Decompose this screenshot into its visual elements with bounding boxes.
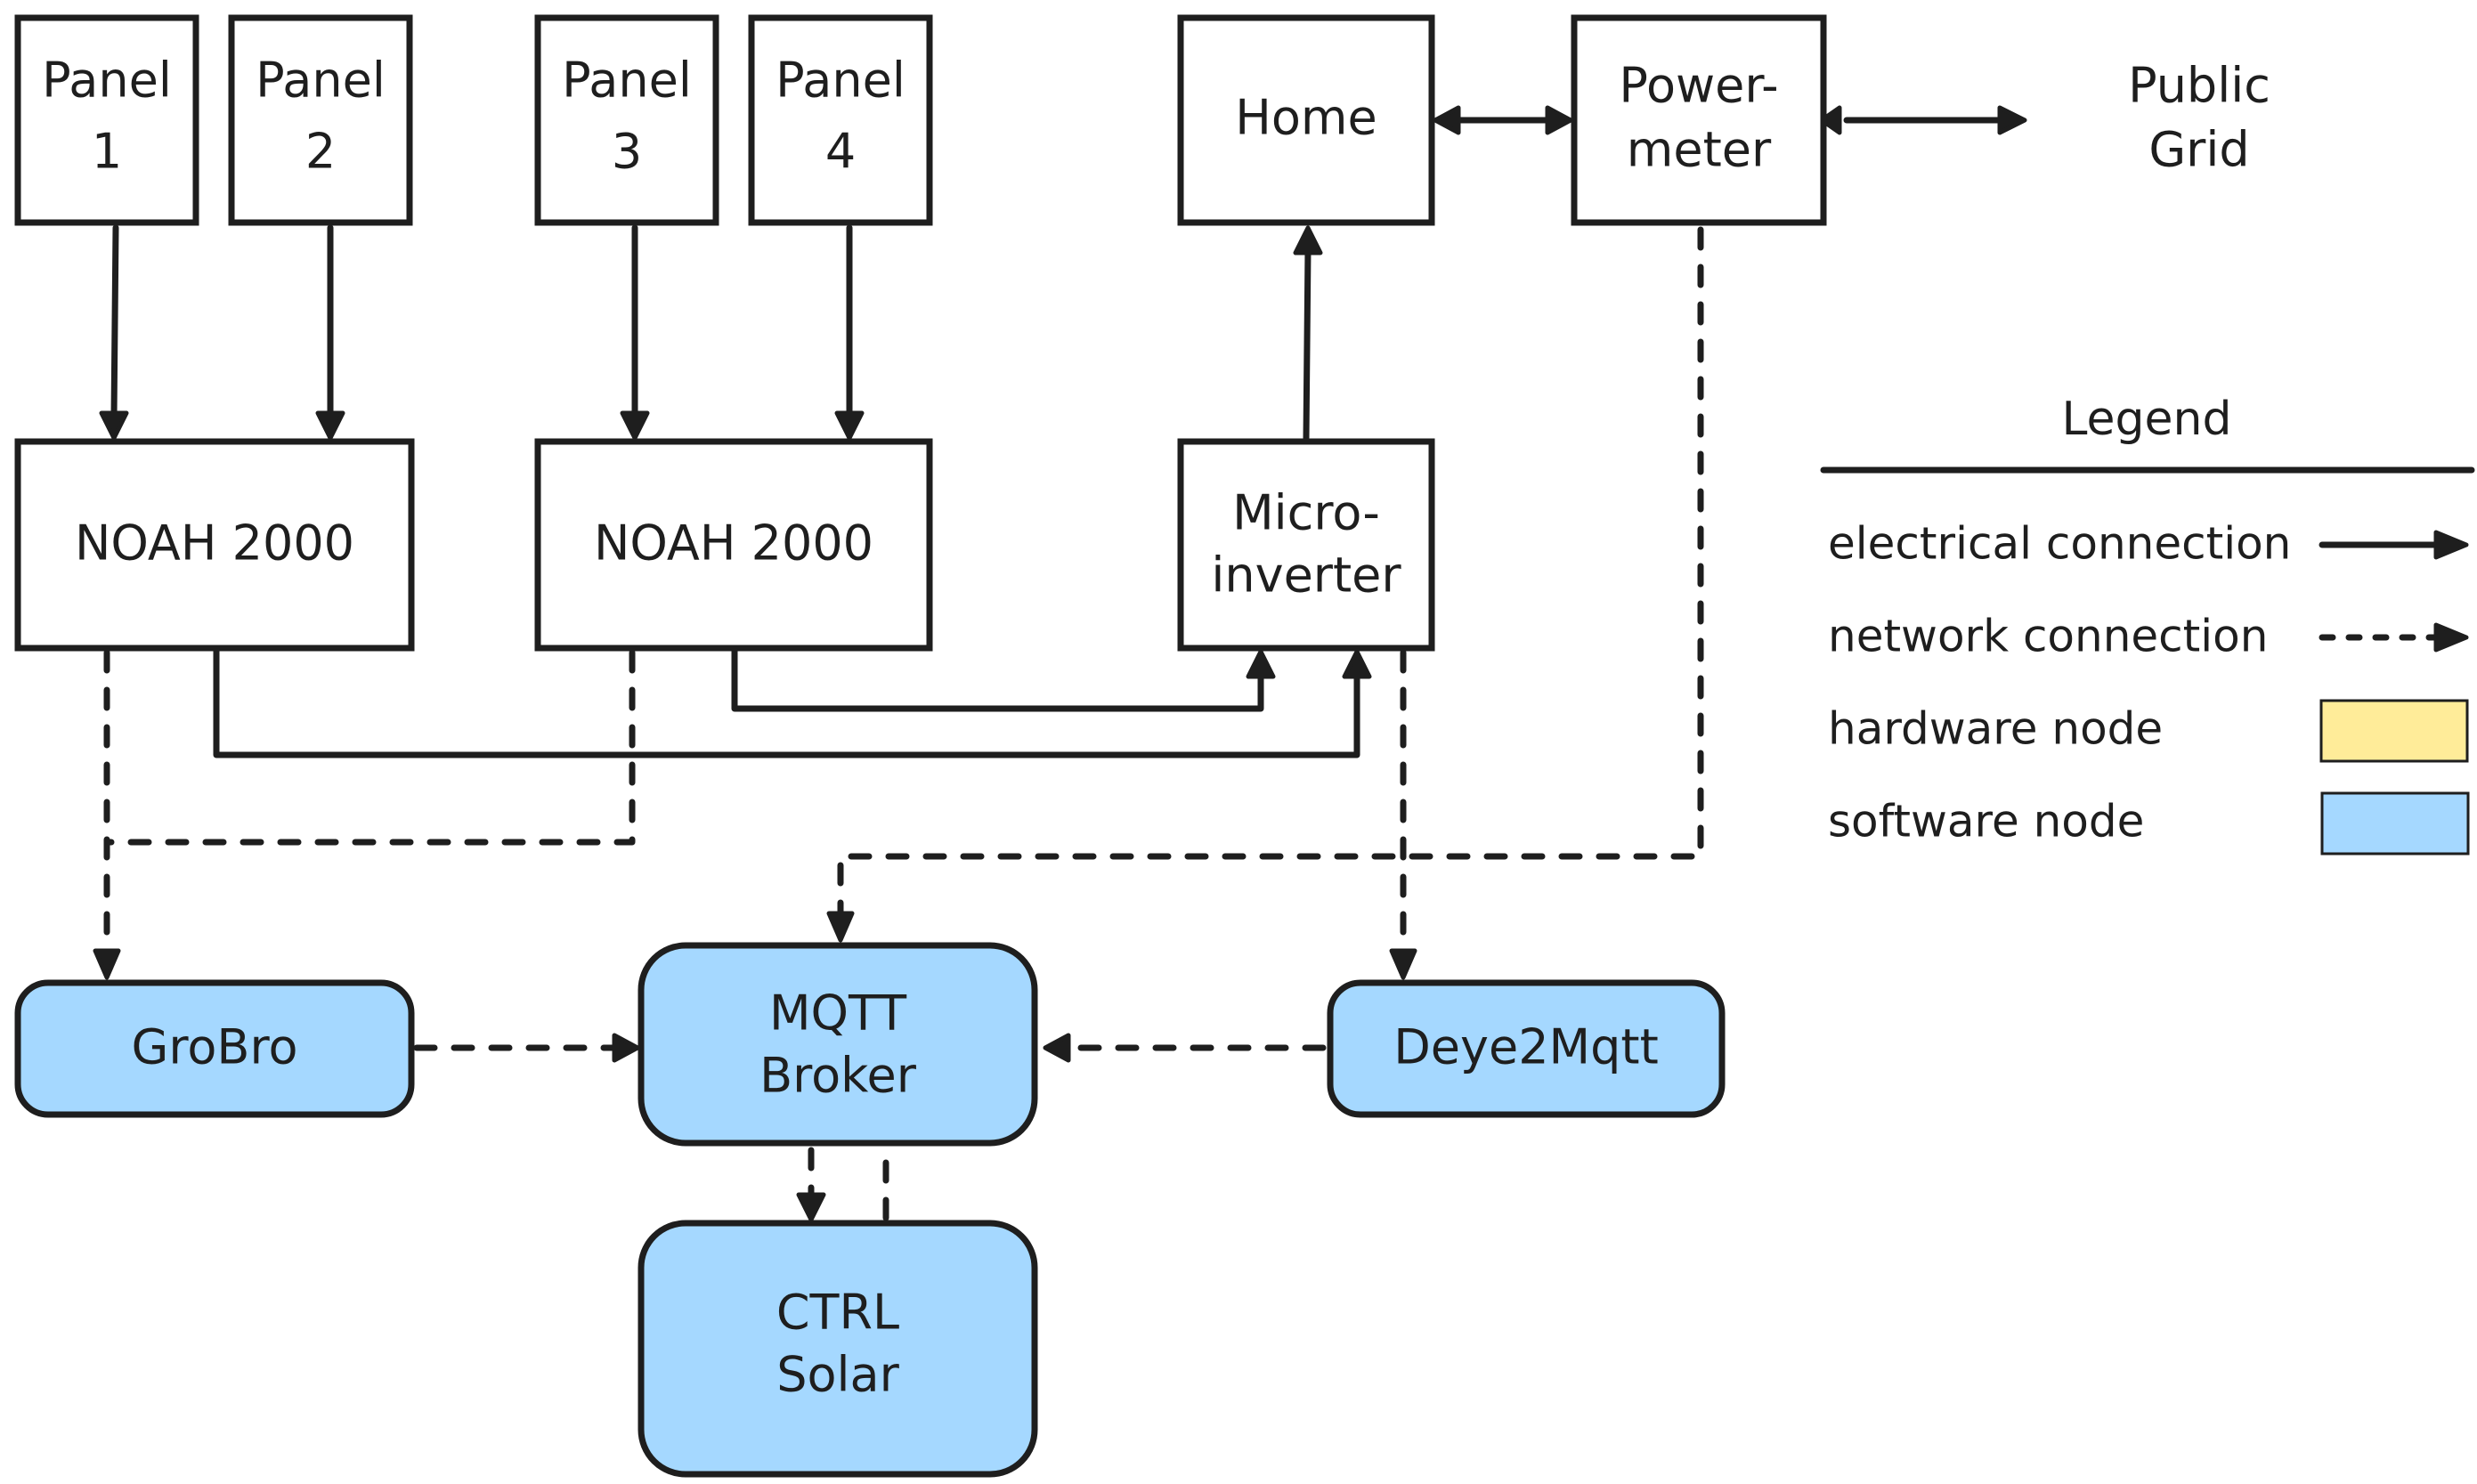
arrowhead-up-icon: [1293, 225, 1323, 255]
node-label: NOAH 2000: [75, 515, 354, 572]
arrowhead-down-icon: [796, 1192, 826, 1222]
node-label: Public: [2128, 58, 2270, 114]
node-label: Grid: [2148, 122, 2249, 178]
node-label: Panel: [776, 53, 906, 109]
node-ctrl-solar[interactable]: CTRL Solar: [638, 1220, 1038, 1478]
legend-label: electrical connection: [1828, 518, 2291, 570]
arrowhead-right-icon: [1997, 105, 2027, 135]
legend-item-software: software node: [1828, 791, 2470, 856]
node-grobro[interactable]: GroBro: [14, 979, 415, 1118]
software-nodes: GroBro MQTT Broker Deye2Mqtt CTRL Solar: [14, 942, 1726, 1478]
node-label: meter: [1627, 122, 1772, 178]
edge-powermeter-mqtt: [837, 226, 1704, 919]
node-label: MQTT: [769, 985, 907, 1042]
legend-label: hardware node: [1828, 703, 2163, 755]
legend-title: Legend: [2061, 393, 2231, 446]
edge-noah2-microinverter: [731, 647, 1264, 712]
node-label: Power-: [1619, 58, 1778, 114]
arrowhead-down-icon: [99, 410, 129, 441]
legend-item-electrical: electrical connection: [1828, 518, 2469, 570]
node-label: Micro-: [1232, 485, 1380, 541]
legend-label: network connection: [1828, 611, 2268, 662]
node-mqtt-broker[interactable]: MQTT Broker: [638, 942, 1038, 1147]
node-label: GroBro: [132, 1019, 298, 1075]
electrical-connections: [99, 105, 2027, 758]
node-panel-2[interactable]: Panel 2: [228, 14, 413, 226]
node-label: NOAH 2000: [594, 515, 873, 572]
arrowhead-up-icon: [1246, 649, 1276, 679]
legend-label: software node: [1828, 796, 2144, 847]
arrowhead-down-icon: [1389, 948, 1417, 980]
hardware-nodes: Panel 1 Panel 2 Panel 3 Panel 4 Home Pow…: [14, 14, 2270, 652]
software-swatch: [2320, 791, 2470, 856]
node-label: Deye2Mqtt: [1393, 1019, 1659, 1075]
node-label: Panel: [42, 53, 172, 109]
arrowhead-left-icon: [1043, 1033, 1071, 1063]
node-label: Panel: [256, 53, 386, 109]
arrowhead-right-icon: [1545, 105, 1573, 135]
network-connections: [93, 226, 1704, 1222]
node-label: CTRL: [776, 1285, 899, 1341]
arrowhead-right-icon: [2433, 530, 2469, 560]
node-label: Home: [1235, 90, 1377, 146]
node-label: 1: [92, 124, 122, 180]
edge-noah1-microinverter: [213, 647, 1360, 758]
edge-panel1-noah1: [110, 224, 119, 420]
node-label: Broker: [759, 1048, 917, 1104]
arrowhead-down-icon: [834, 410, 865, 441]
node-panel-4[interactable]: Panel 4: [748, 14, 933, 226]
node-public-grid[interactable]: Public Grid: [2128, 58, 2270, 178]
legend-item-hardware: hardware node: [1828, 699, 2469, 763]
arrowhead-right-icon: [2433, 622, 2469, 653]
node-microinverter[interactable]: Micro- inverter: [1177, 438, 1435, 652]
arrowhead-down-icon: [93, 948, 121, 980]
node-panel-3[interactable]: Panel 3: [534, 14, 719, 226]
node-label: 4: [825, 124, 856, 180]
node-home[interactable]: Home: [1177, 14, 1435, 226]
arrowhead-left-icon: [1819, 105, 1842, 135]
node-label: inverter: [1211, 547, 1401, 604]
arrowhead-down-icon: [315, 410, 345, 441]
legend: Legend electrical connection network con…: [1820, 393, 2475, 856]
node-noah-2000-a[interactable]: NOAH 2000: [14, 438, 415, 652]
arrowhead-up-icon: [1342, 649, 1372, 679]
node-powermeter[interactable]: Power- meter: [1571, 14, 1827, 226]
node-panel-1[interactable]: Panel 1: [14, 14, 199, 226]
arrowhead-down-icon: [620, 410, 650, 441]
arrowhead-right-icon: [612, 1033, 640, 1063]
arrowhead-left-icon: [1433, 105, 1461, 135]
edge-microinverter-home: [1303, 246, 1312, 442]
node-deye2mqtt[interactable]: Deye2Mqtt: [1327, 979, 1726, 1118]
node-label: Solar: [776, 1347, 899, 1403]
node-label: Panel: [562, 53, 692, 109]
edge-noah2-grobro: [103, 649, 636, 846]
legend-item-network: network connection: [1828, 611, 2469, 662]
arrowhead-down-icon: [826, 911, 855, 943]
hardware-swatch: [2319, 699, 2469, 763]
node-noah-2000-b[interactable]: NOAH 2000: [534, 438, 933, 652]
node-label: 3: [612, 124, 642, 180]
node-label: 2: [305, 124, 336, 180]
